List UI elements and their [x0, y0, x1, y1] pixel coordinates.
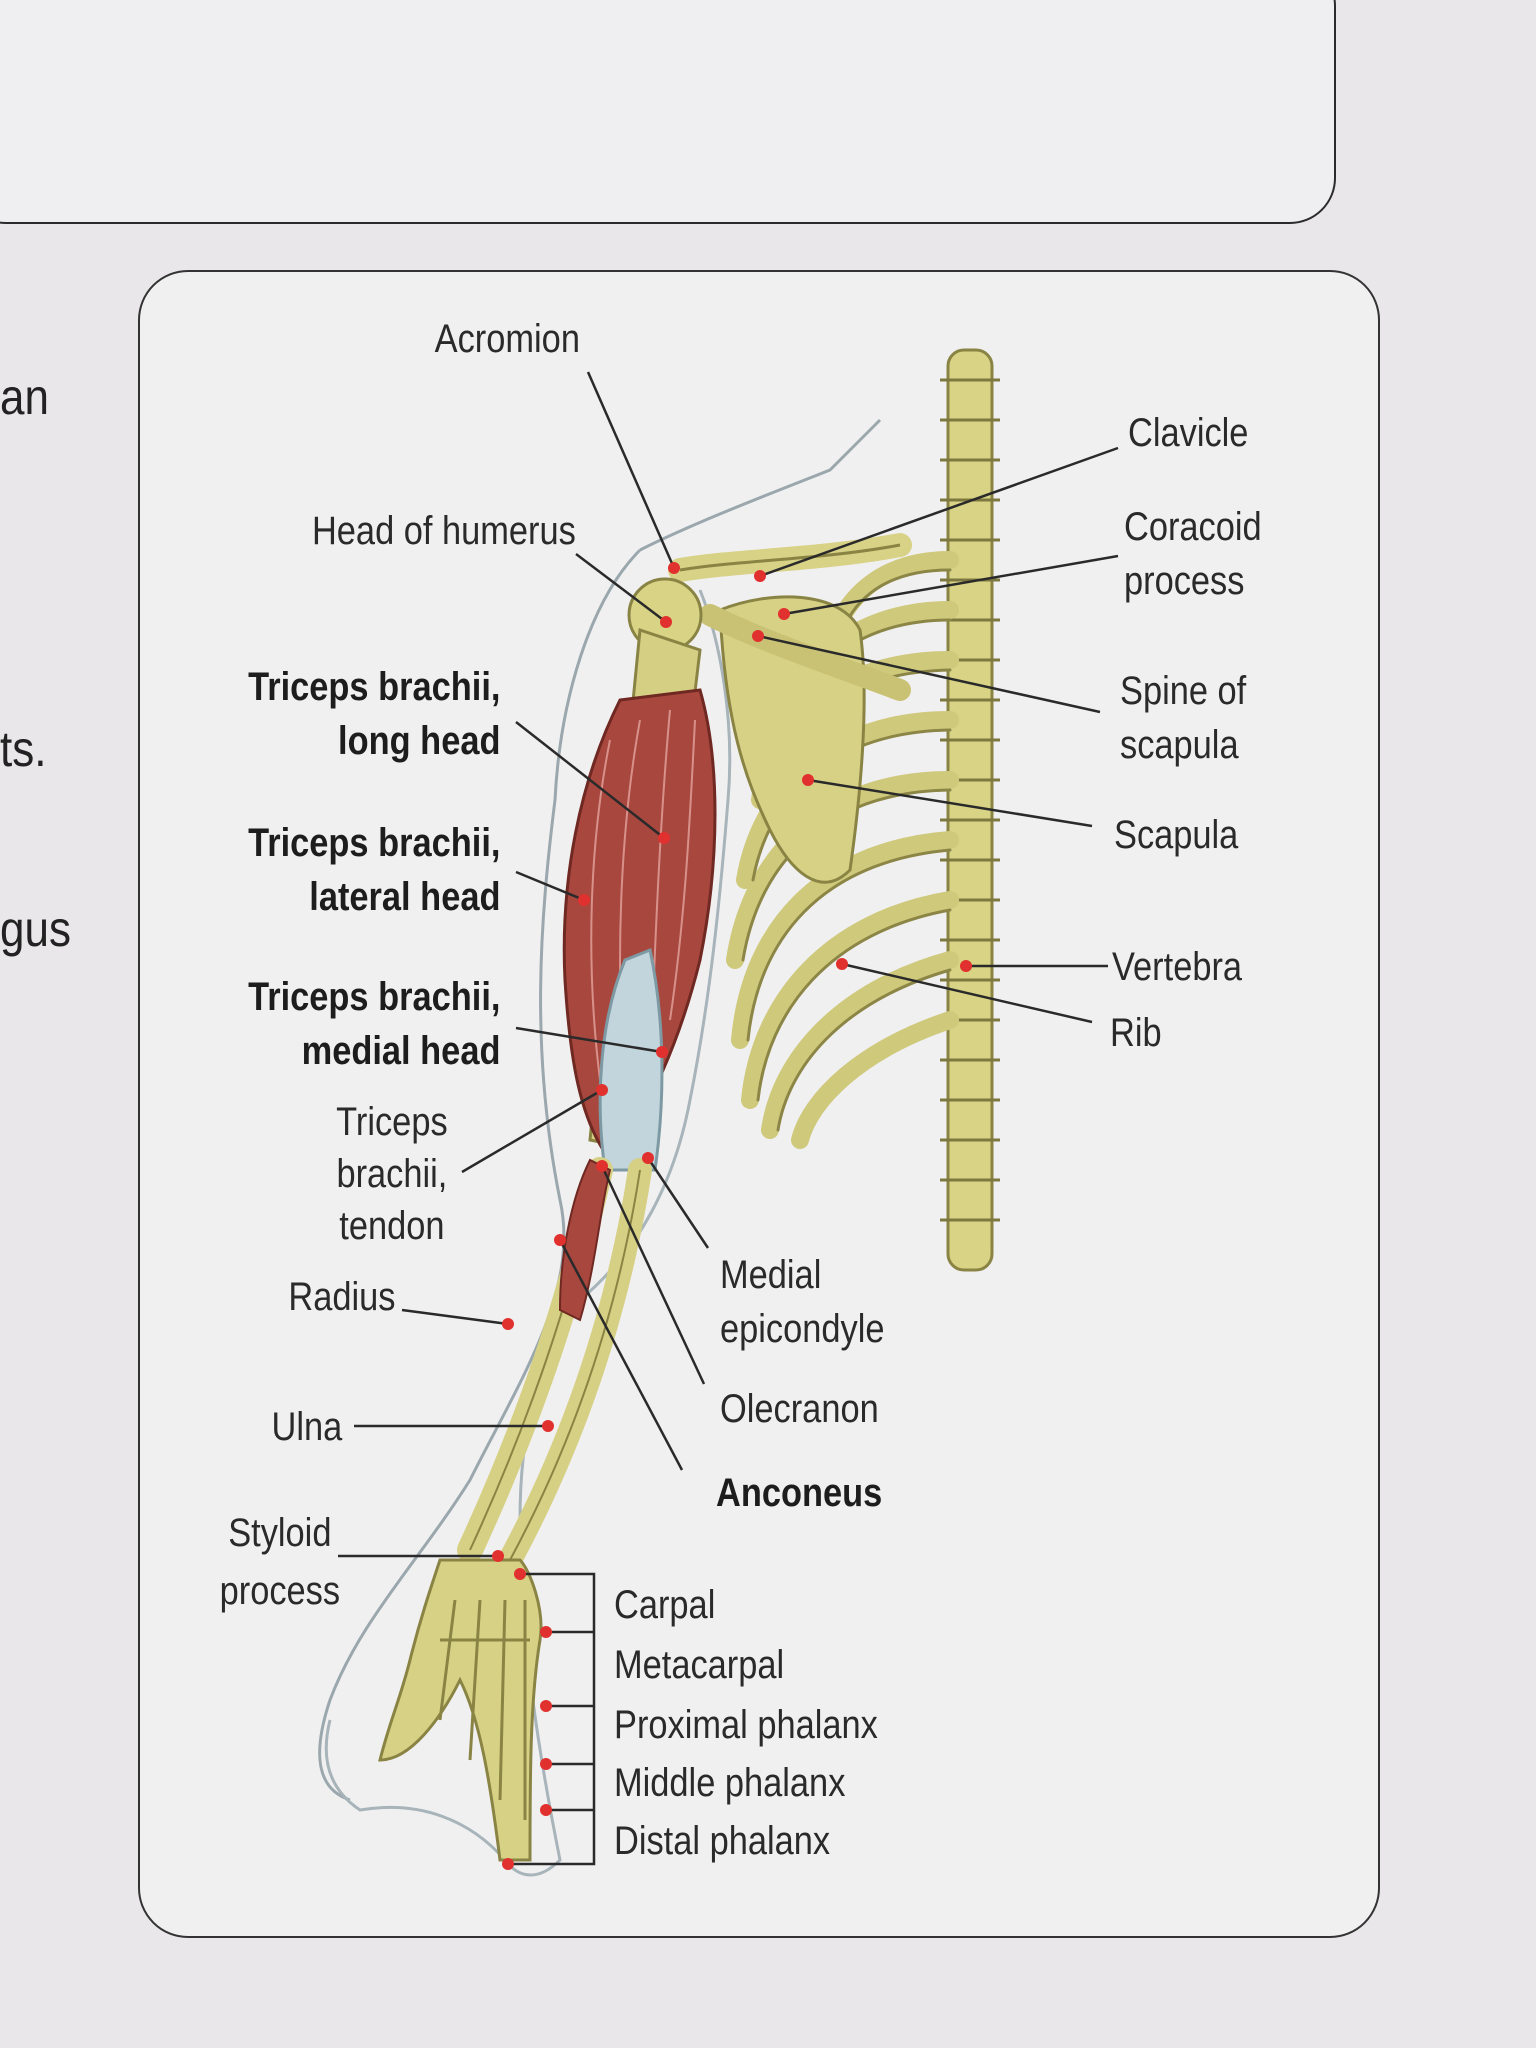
label-head-of-humerus: Head of humerus [312, 509, 576, 553]
label-triceps-medial-head: Triceps brachii,medial head [247, 975, 500, 1073]
label-carpal: Carpal [614, 1583, 716, 1627]
label-scapula: Scapula [1114, 813, 1239, 857]
label-rib: Rib [1110, 1011, 1162, 1055]
hand-bones [378, 1558, 543, 1862]
label-radius: Radius [288, 1275, 396, 1319]
anatomy-figure-panel [138, 270, 1380, 1938]
leader-lines [338, 371, 1119, 1866]
label-triceps-lateral-head: Triceps brachii,lateral head [247, 821, 500, 919]
label-anconeus: Anconeus [716, 1471, 883, 1515]
label-middle-phalanx: Middle phalanx [614, 1761, 846, 1805]
side-text-2: ts. [0, 721, 47, 777]
label-acromion: Acromion [434, 317, 580, 361]
spine-of-scapula-bone [699, 604, 911, 701]
side-text-1: an [0, 369, 49, 425]
previous-content-box [0, 0, 1336, 224]
side-text-3: gus [0, 901, 71, 957]
label-vertebra: Vertebra [1112, 945, 1243, 989]
label-triceps-long-head: Triceps brachii,long head [247, 665, 500, 763]
anconeus-muscle [558, 1158, 612, 1322]
label-olecranon: Olecranon [720, 1387, 879, 1431]
label-proximal-phalanx: Proximal phalanx [614, 1703, 878, 1747]
label-metacarpal: Metacarpal [614, 1643, 785, 1687]
label-distal-phalanx: Distal phalanx [614, 1819, 831, 1863]
label-clavicle: Clavicle [1128, 411, 1249, 455]
marker-dots [492, 562, 972, 1870]
label-ulna: Ulna [271, 1405, 342, 1449]
